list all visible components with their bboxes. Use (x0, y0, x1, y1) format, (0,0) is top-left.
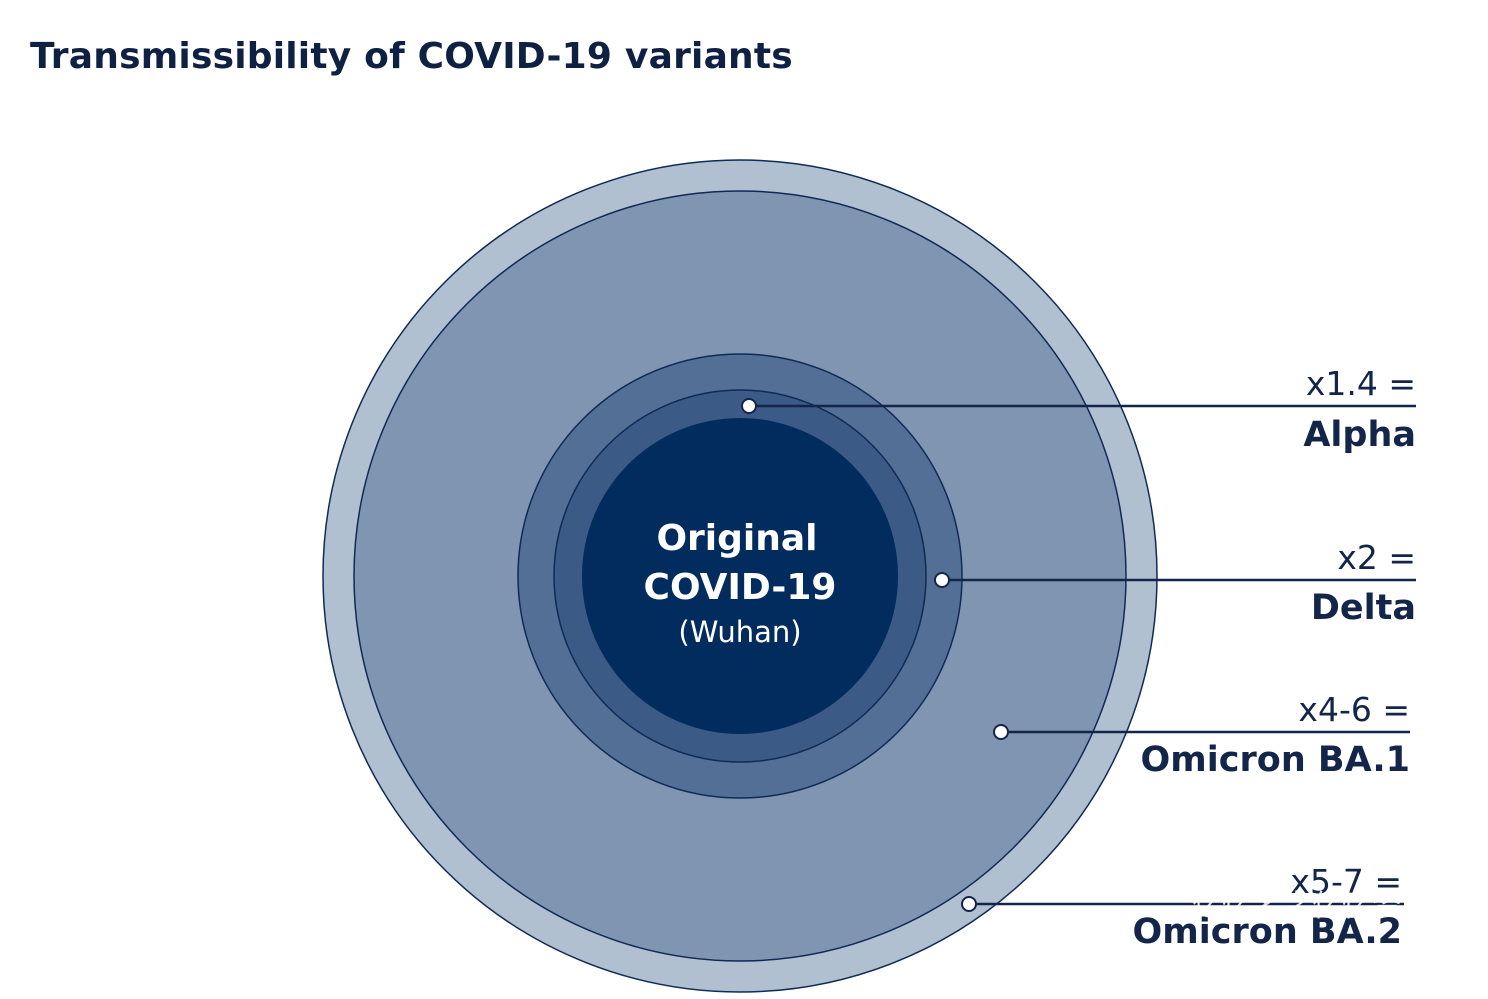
marker-omicron-ba1 (993, 724, 1009, 740)
alpha-name: Alpha (1303, 415, 1416, 455)
center-label-line3: (Wuhan) (678, 615, 801, 649)
watermark: 亿忆名字亿忆资讯 (1192, 889, 1432, 924)
marker-delta (934, 572, 950, 588)
omicron-ba1-multiplier: x4-6 = (1298, 690, 1410, 729)
center-label-line2: COVID-19 (644, 567, 837, 608)
marker-omicron-ba2 (961, 896, 977, 912)
delta-multiplier: x2 = (1337, 538, 1416, 577)
marker-alpha (741, 398, 757, 414)
omicron-ba2-multiplier: x5-7 = (1290, 862, 1402, 901)
chart-title: Transmissibility of COVID-19 variants (30, 36, 793, 77)
omicron-ba1-name: Omicron BA.1 (1141, 740, 1410, 780)
core-original (582, 418, 898, 734)
omicron-ba2-name: Omicron BA.2 (1133, 912, 1402, 952)
alpha-multiplier: x1.4 = (1306, 364, 1416, 403)
center-label-line1: Original (656, 518, 817, 559)
delta-name: Delta (1311, 588, 1416, 628)
